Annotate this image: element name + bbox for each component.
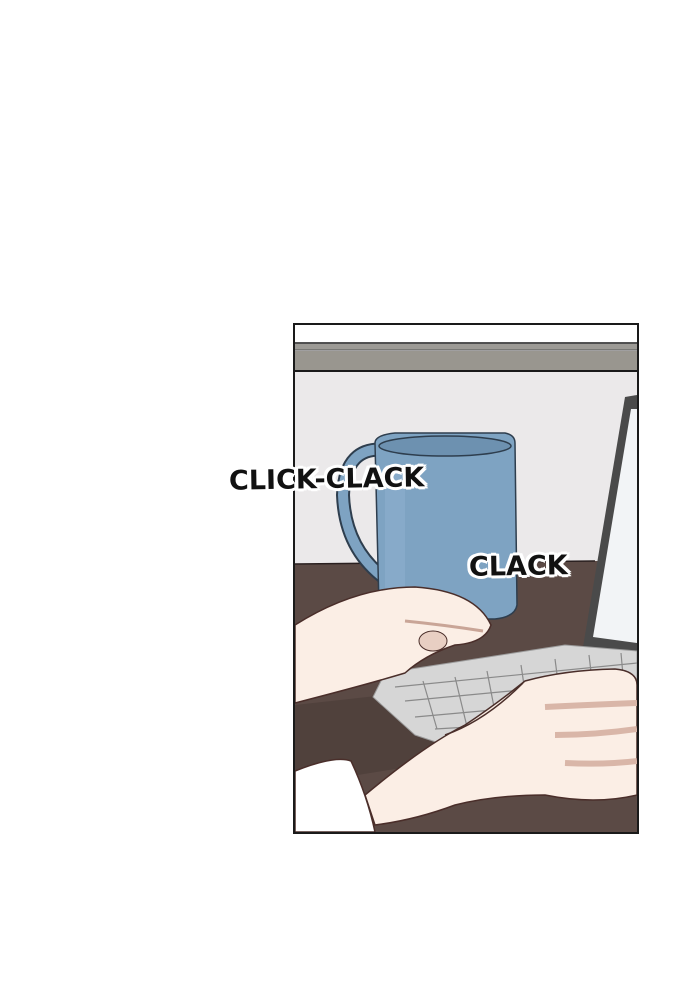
sound-effect-clack: CLACK — [468, 550, 568, 583]
left-hand — [295, 586, 492, 704]
shelf — [295, 351, 637, 371]
shirt-sleeve — [295, 758, 376, 832]
sound-effect-click-clack: CLICK-CLACK — [228, 462, 425, 497]
comic-panel — [293, 323, 639, 834]
mug — [335, 432, 518, 620]
right-hand — [364, 668, 637, 826]
ceiling-strip — [295, 325, 637, 343]
panel-illustration — [295, 325, 637, 832]
laptop-screen — [593, 409, 637, 643]
